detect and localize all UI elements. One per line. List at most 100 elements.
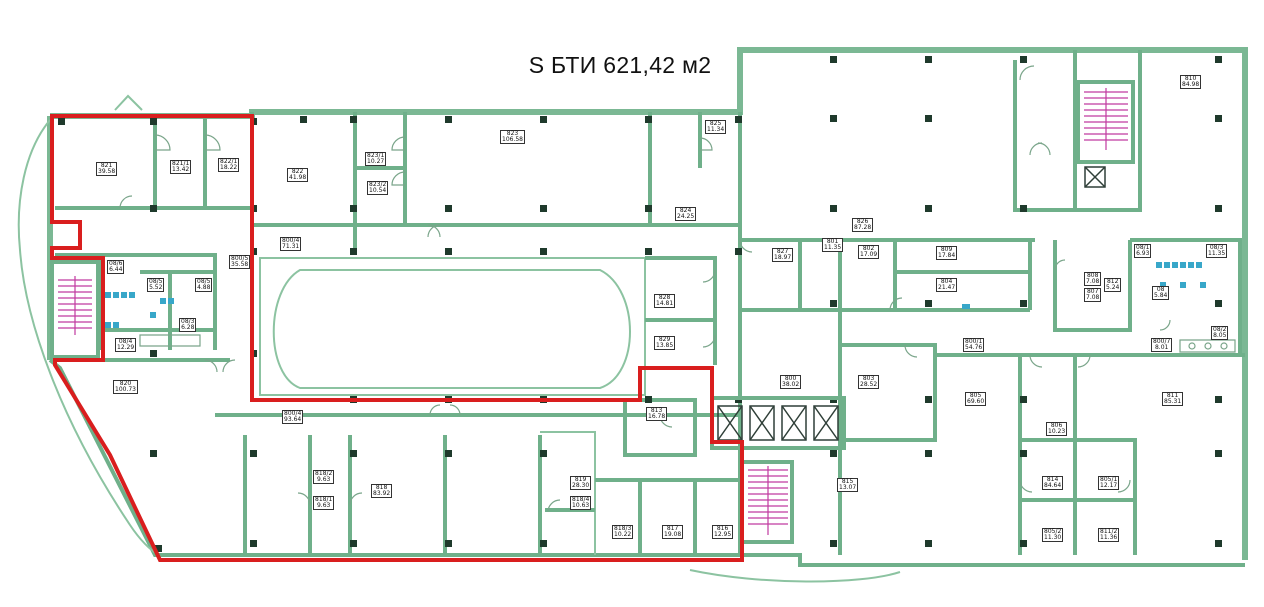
room-area: 13.07 <box>839 484 857 491</box>
room-area: 10.23 <box>1048 428 1066 435</box>
room-area: 93.64 <box>284 416 302 423</box>
room-number: 826 <box>856 218 869 225</box>
room-area: 6.93 <box>1136 250 1150 257</box>
room-area: 5.24 <box>1106 284 1120 291</box>
room-area: 6.44 <box>109 266 123 273</box>
room-number: 800/1 <box>965 338 983 345</box>
room-area: 4.88 <box>197 284 211 291</box>
room-number: 818/1 <box>315 496 333 503</box>
room-area: 10.54 <box>369 187 387 194</box>
room-number: 821/1 <box>172 160 190 167</box>
room-number: 08/3 <box>1209 244 1224 251</box>
room-area: 17.84 <box>938 252 956 259</box>
room-area: 54.76 <box>965 344 983 351</box>
room-area: 28.30 <box>572 482 590 489</box>
room-number: 08/6 <box>109 260 123 267</box>
room-number: 820 <box>119 380 132 387</box>
room-number: 804 <box>940 278 953 285</box>
room-area: 12.17 <box>1100 482 1118 489</box>
room-number: 803 <box>862 375 875 382</box>
room-number: 828 <box>658 294 671 301</box>
room-number: 08/5 <box>149 278 163 285</box>
doors <box>119 65 1171 513</box>
room-area: 13.42 <box>172 166 190 173</box>
room-number: 08/3 <box>181 318 195 325</box>
interior-walls <box>55 50 1245 555</box>
room-number: 819 <box>574 476 587 483</box>
room-number: 800/4 <box>284 410 302 417</box>
room-number: 800/7 <box>1153 338 1171 345</box>
room-number: 08/5 <box>197 278 211 285</box>
room-number: 808 <box>1086 272 1099 279</box>
room-number: 812 <box>1106 278 1119 285</box>
room-area: 11.36 <box>1100 534 1118 541</box>
room-number: 825 <box>709 120 722 127</box>
room-number: 822 <box>291 168 304 175</box>
room-number: 800/5 <box>231 255 249 262</box>
room-area: 11.35 <box>824 244 842 251</box>
room-number: 814 <box>1046 476 1059 483</box>
room-area: 14.81 <box>656 300 674 307</box>
room-area: 16.78 <box>648 413 666 420</box>
room-area: 11.35 <box>1208 250 1226 257</box>
room-area: 21.47 <box>938 284 956 291</box>
room-area: 84.64 <box>1044 482 1062 489</box>
room-number: 818 <box>375 484 388 491</box>
room-area: 12.95 <box>714 531 732 538</box>
room-number: 823/1 <box>367 152 385 159</box>
room-area: 35.58 <box>231 261 249 268</box>
room-number: 818/4 <box>572 496 590 503</box>
room-number: 823 <box>506 130 519 137</box>
room-number: 08 <box>1156 286 1165 293</box>
room-number: 806 <box>1050 422 1063 429</box>
room-number: 805 <box>969 392 982 399</box>
room-number: 811 <box>1166 392 1179 399</box>
room-number: 817 <box>666 525 679 532</box>
room-area: 87.28 <box>854 224 872 231</box>
room-number: 811/2 <box>1100 528 1118 535</box>
sanitary-fixtures <box>105 262 1236 353</box>
room-area: 38.02 <box>782 381 800 388</box>
room-area: 8.01 <box>1154 344 1169 351</box>
room-number: 805/1 <box>1100 476 1118 483</box>
room-number: 08/2 <box>1213 326 1227 333</box>
room-number: 829 <box>658 336 671 343</box>
room-number: 818/2 <box>315 470 333 477</box>
room-number: 827 <box>776 248 789 255</box>
room-number: 809 <box>940 246 953 253</box>
stairwells <box>50 80 1135 544</box>
room-area: 7.08 <box>1086 294 1100 301</box>
highlighted-area-outline <box>50 114 744 562</box>
room-number: 823/2 <box>369 181 387 188</box>
room-area: 11.34 <box>707 126 725 133</box>
room-area: 10.27 <box>367 158 385 165</box>
